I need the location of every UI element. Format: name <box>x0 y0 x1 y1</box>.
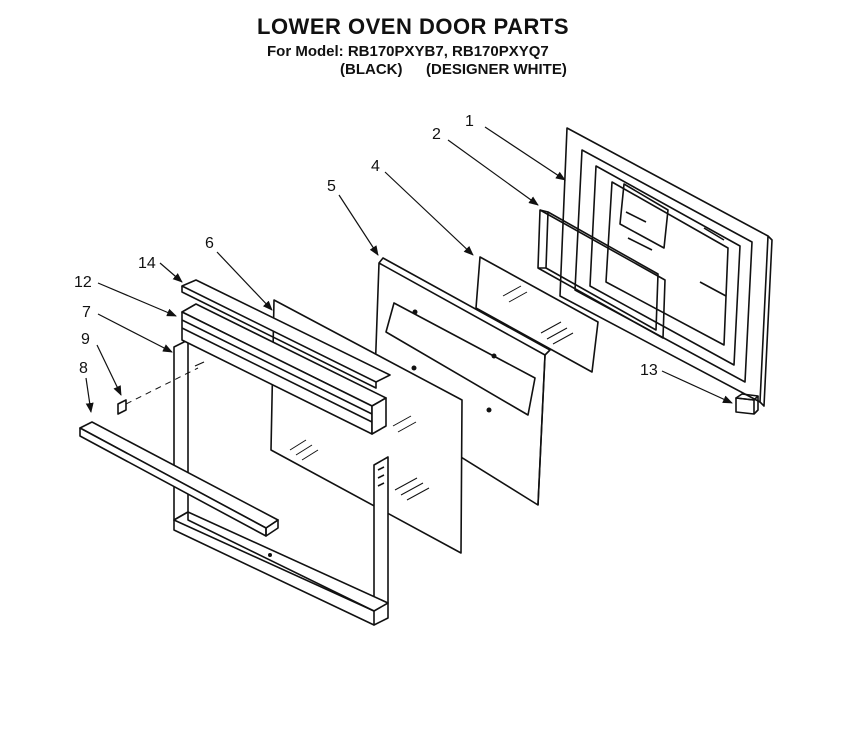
leader-line-13 <box>661 370 733 404</box>
callout-1: 1 <box>465 113 474 130</box>
part-inner-glass <box>475 256 599 373</box>
leader-lines <box>85 126 733 413</box>
callout-9: 9 <box>81 331 90 348</box>
assembly-dashed-line <box>125 367 199 405</box>
callout-13: 13 <box>640 362 658 379</box>
leader-line-4 <box>384 171 474 256</box>
callout-8: 8 <box>79 360 88 377</box>
callout-4: 4 <box>371 158 380 175</box>
diagram-title: LOWER OVEN DOOR PARTS <box>257 14 569 39</box>
leader-line-1 <box>484 126 566 181</box>
part-small-clip <box>117 399 127 415</box>
leader-line-8 <box>85 377 94 413</box>
leader-line-2 <box>447 139 539 206</box>
callout-7: 7 <box>82 304 91 321</box>
leader-line-6 <box>216 251 273 311</box>
part-frame-bracket <box>537 209 666 339</box>
leader-line-9 <box>96 344 122 396</box>
part-bottom-rail <box>79 421 279 537</box>
leader-line-7 <box>97 313 173 353</box>
callout-2: 2 <box>432 126 441 143</box>
color-white-label: (DESIGNER WHITE) <box>426 61 567 78</box>
callout-labels: 1 2 4 5 6 14 12 7 9 8 13 <box>74 113 658 379</box>
callout-5: 5 <box>327 178 336 195</box>
callout-12: 12 <box>74 274 92 291</box>
model-line: For Model: RB170PXYB7, RB170PXYQ7 <box>267 43 549 60</box>
leader-line-14 <box>159 262 183 283</box>
leader-line-5 <box>338 194 379 256</box>
part-hinge-clip <box>735 393 759 415</box>
part-door-handle <box>181 303 387 435</box>
part-inner-door-liner <box>559 127 773 407</box>
part-trim-strip <box>181 279 391 389</box>
callout-14: 14 <box>138 255 156 272</box>
leader-line-12 <box>97 282 177 317</box>
callout-6: 6 <box>205 235 214 252</box>
color-black-label: (BLACK) <box>340 61 403 78</box>
